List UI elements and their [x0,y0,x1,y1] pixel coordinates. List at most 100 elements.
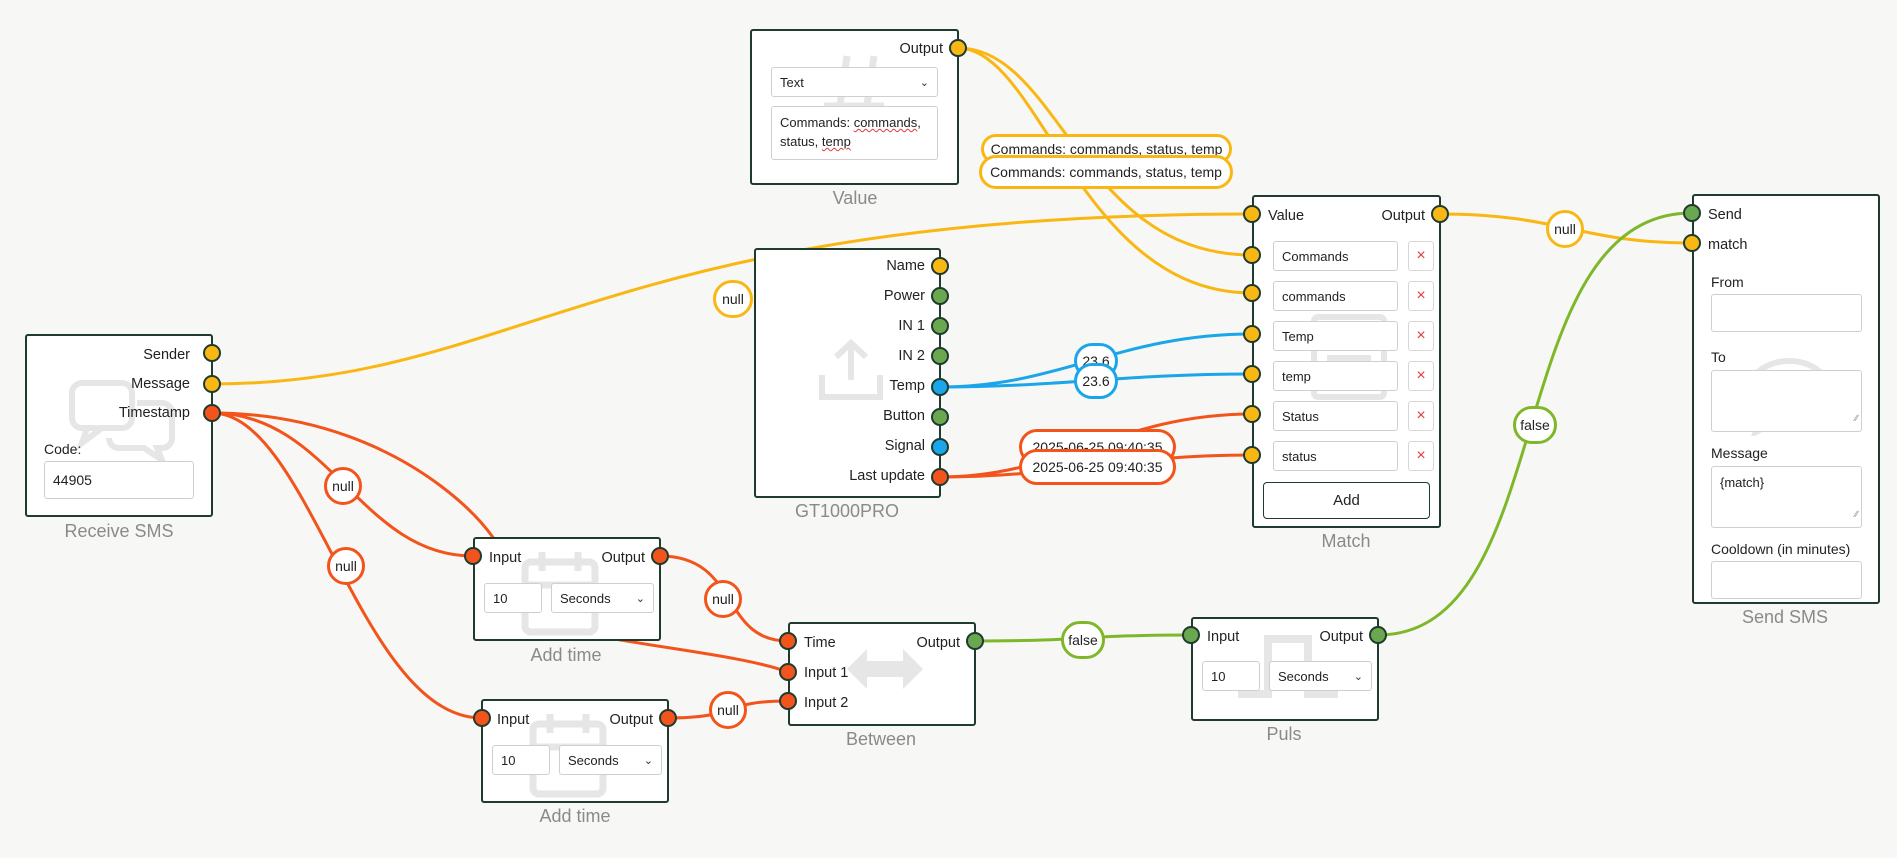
match-value-port[interactable] [1243,205,1261,223]
puls-input-port[interactable] [1182,626,1200,644]
between-node[interactable]: Time Input 1 Input 2 Output [788,622,976,726]
puls-amount-value: 10 [1211,668,1226,684]
send-sms-to-input[interactable]: ∕∕ [1711,370,1862,432]
send-sms-message-input[interactable]: {match} ∕∕ [1711,466,1862,528]
puls-output-port[interactable] [1369,626,1387,644]
send-sms-from-input[interactable] [1711,294,1862,332]
match-output-label: Output [1381,208,1425,224]
add-time-2-node-title: Add time [539,806,611,826]
match-case-value-4: temp [1282,368,1311,384]
receive-sms-node[interactable]: Sender Message Timestamp Code: 44905 [25,334,213,517]
add-time-2-output-label: Output [609,712,653,728]
add-time-1-unit-select[interactable]: Seconds ⌄ [551,583,654,613]
value-output-label: Output [899,41,943,57]
match-case-input-6[interactable]: status [1273,441,1398,471]
gt-button-port[interactable] [931,408,949,426]
gt-port-label-last-update: Last update [849,468,925,484]
value-text-part-e: temp [821,134,851,149]
resize-handle-icon[interactable]: ∕∕ [1854,413,1858,423]
add-time-2-input-port[interactable] [473,709,491,727]
add-time-1-input-label: Input [489,550,522,566]
add-time-1-amount-input[interactable]: 10 [484,583,542,613]
receive-sms-code-input[interactable]: 44905 [44,461,194,499]
match-case-remove-button-1[interactable]: × [1408,241,1434,271]
between-time-port[interactable] [779,632,797,650]
match-case-remove-button-2[interactable]: × [1408,281,1434,311]
match-case-remove-button-5[interactable]: × [1408,401,1434,431]
between-input2-port[interactable] [779,692,797,710]
wire-value-bubble-temp-front: 23.6 [1074,363,1118,399]
puls-amount-input[interactable]: 10 [1202,661,1260,691]
between-output-label: Output [916,635,960,651]
match-case-input-3[interactable]: Temp [1273,321,1398,351]
match-case-remove-button-3[interactable]: × [1408,321,1434,351]
gt1000pro-node[interactable]: Name Power IN 1 IN 2 Temp Button Signal … [754,248,941,498]
add-time-1-node-title: Add time [530,645,602,665]
send-sms-send-port[interactable] [1683,204,1701,222]
gt-name-port[interactable] [931,257,949,275]
resize-handle-icon[interactable]: ∕∕ [1854,509,1858,519]
send-sms-node[interactable]: SMS Send match From To ∕∕ Message {match… [1692,194,1880,604]
value-output-port[interactable] [949,39,967,57]
add-time-1-output-port[interactable] [651,547,669,565]
match-add-button[interactable]: Add [1263,482,1430,519]
receive-sms-sender-port[interactable] [203,344,221,362]
send-sms-message-value: {match} [1720,475,1765,490]
receive-sms-message-port[interactable] [203,375,221,393]
match-case-input-4[interactable]: temp [1273,361,1398,391]
receive-sms-port-label-timestamp: Timestamp [118,405,190,421]
match-case-port-2[interactable] [1243,284,1261,302]
gt-in1-port[interactable] [931,317,949,335]
add-time-node-2[interactable]: Input Output 10 Seconds ⌄ [481,699,669,803]
add-time-2-amount-input[interactable]: 10 [492,745,550,775]
puls-unit-select[interactable]: Seconds ⌄ [1269,661,1372,691]
gt-port-label-in2: IN 2 [898,348,925,364]
gt-last-update-port[interactable] [931,468,949,486]
add-time-2-unit-select[interactable]: Seconds ⌄ [559,745,662,775]
add-time-1-amount-value: 10 [493,590,508,606]
value-text-input[interactable]: Commands: commands, status, temp [771,106,938,160]
send-sms-match-port[interactable] [1683,234,1701,252]
puls-input-label: Input [1207,629,1240,645]
send-sms-from-label: From [1711,274,1744,290]
add-time-node-1[interactable]: Input Output 10 Seconds ⌄ [473,537,661,641]
match-case-port-3[interactable] [1243,325,1261,343]
wire-value-bubble-null-match-out: null [1546,210,1584,248]
send-sms-node-title: Send SMS [1741,607,1829,627]
send-sms-cooldown-input[interactable] [1711,561,1862,599]
receive-sms-code-label: Code: [44,441,82,457]
send-sms-message-label: Message [1711,445,1768,461]
receive-sms-timestamp-port[interactable] [203,404,221,422]
match-node[interactable]: Value Output Commands × commands × Temp … [1252,195,1441,528]
match-case-input-5[interactable]: Status [1273,401,1398,431]
gt-in2-port[interactable] [931,347,949,365]
match-case-remove-button-4[interactable]: × [1408,361,1434,391]
wire-value-text: false [1068,632,1098,648]
between-input1-port[interactable] [779,663,797,681]
value-type-select[interactable]: Text ⌄ [771,67,938,97]
match-case-port-5[interactable] [1243,405,1261,423]
match-case-port-4[interactable] [1243,365,1261,383]
match-case-input-2[interactable]: commands [1273,281,1398,311]
gt-power-port[interactable] [931,287,949,305]
match-case-remove-button-6[interactable]: × [1408,441,1434,471]
between-output-port[interactable] [966,632,984,650]
add-time-1-input-port[interactable] [464,547,482,565]
match-output-port[interactable] [1431,205,1449,223]
value-node[interactable]: Output Text ⌄ Commands: commands, status… [750,29,959,185]
close-icon: × [1416,327,1426,344]
gt-temp-port[interactable] [931,378,949,396]
add-time-2-input-label: Input [497,712,530,728]
pulse-icon [1238,635,1338,698]
match-case-input-1[interactable]: Commands [1273,241,1398,271]
gt-signal-port[interactable] [931,438,949,456]
match-case-port-6[interactable] [1243,446,1261,464]
add-time-2-output-port[interactable] [659,709,677,727]
wire-value-bubble-false-between-out: false [1061,621,1105,659]
match-case-port-1[interactable] [1243,246,1261,264]
wire-value-text: 23.6 [1082,373,1110,389]
value-text-part-c: , [917,115,921,130]
receive-sms-code-value: 44905 [53,472,92,488]
puls-node[interactable]: Input Output 10 Seconds ⌄ [1191,617,1379,721]
